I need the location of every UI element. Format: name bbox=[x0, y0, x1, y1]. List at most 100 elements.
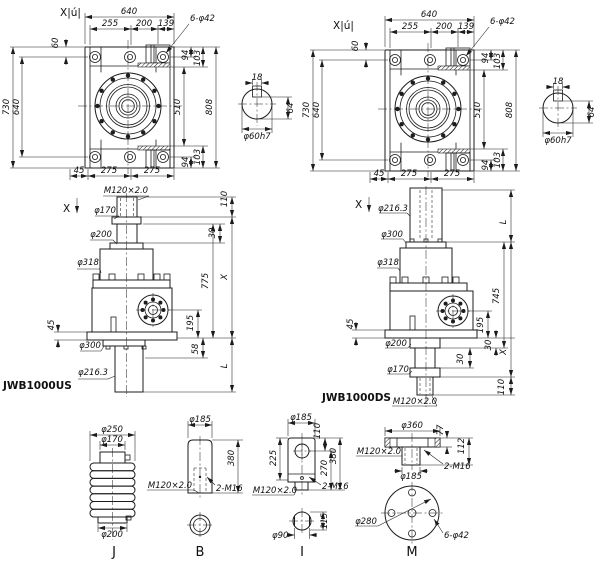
ds-dimension-lines bbox=[352, 189, 515, 407]
x-direction-label: X|ú| bbox=[60, 7, 81, 19]
ds-dim-195: 195 bbox=[476, 317, 486, 333]
i-tap-label: 2-M16 bbox=[322, 482, 349, 492]
us-front-view: X M120×2.0 φ170 φ200 φ318 φ300 φ216.3 45… bbox=[2, 186, 236, 397]
i-dim-380: 380 bbox=[329, 448, 339, 464]
dim-base-b: 275 bbox=[101, 166, 117, 176]
dim-key-height: 64 bbox=[587, 107, 597, 118]
dim-lug-bot-a: 94 bbox=[181, 157, 191, 168]
i-dim-110: 110 bbox=[313, 423, 323, 439]
dim-width-total: 640 bbox=[421, 10, 437, 20]
dim-base-a: 45 bbox=[374, 169, 385, 179]
dim-col-b: 200 bbox=[136, 19, 152, 29]
dim-col-a: 255 bbox=[102, 19, 118, 29]
j-letter: J bbox=[111, 545, 116, 560]
dim-shaft-dia: φ60h7 bbox=[544, 136, 572, 146]
m-bolt-callout: 6-φ42 bbox=[444, 531, 469, 541]
us-dim-58: 58 bbox=[191, 343, 201, 354]
dim-right-inner: 510 bbox=[473, 102, 483, 118]
i-bottom-dimension-lines bbox=[287, 511, 327, 539]
i-dia-185: φ185 bbox=[290, 413, 312, 423]
shaft-section-us-labels: 18 64 φ60h7 bbox=[243, 73, 296, 142]
bolt-callout: 6-φ42 bbox=[490, 17, 515, 27]
j-dia-200: φ200 bbox=[101, 530, 123, 540]
j-dia-170: φ170 bbox=[101, 435, 123, 445]
us-dim-775: 775 bbox=[201, 273, 211, 289]
dim-offset-top: 60 bbox=[351, 41, 361, 52]
i-dimension-lines bbox=[252, 419, 345, 496]
ds-dia-170: φ170 bbox=[387, 365, 409, 375]
us-dia-170: φ170 bbox=[94, 206, 116, 216]
dim-lug-top-b: 103 bbox=[193, 50, 203, 66]
dim-right-outer: 808 bbox=[505, 101, 515, 118]
dim-key-width: 18 bbox=[252, 73, 263, 83]
dim-lug-bot-b: 103 bbox=[493, 152, 503, 168]
us-dim-195: 195 bbox=[186, 315, 196, 331]
us-body-graphics bbox=[86, 196, 178, 393]
dim-width-total: 640 bbox=[121, 7, 137, 17]
dim-lug-bot-b: 103 bbox=[193, 149, 203, 165]
ds-dia-318: φ318 bbox=[377, 258, 399, 268]
b-dimension-lines bbox=[147, 421, 243, 494]
dim-col-b: 200 bbox=[436, 22, 452, 32]
top-view-us-labels: X|ú| 640 255 200 139 6-φ42 730 640 60 94… bbox=[2, 7, 215, 176]
top-view-ds-labels: X|ú| 640 255 200 139 6-φ42 730 640 60 94… bbox=[302, 10, 515, 179]
dim-right-inner: 510 bbox=[173, 99, 183, 115]
ds-dia-200: φ200 bbox=[385, 339, 407, 349]
ds-dia-216: φ216.3 bbox=[378, 204, 408, 214]
b-dim-380: 380 bbox=[227, 450, 237, 466]
us-dimension-lines bbox=[54, 195, 236, 393]
dim-key-height: 64 bbox=[286, 103, 296, 114]
fitting-j: φ250 φ170 φ200 J bbox=[89, 425, 136, 560]
m-dimension-lines bbox=[356, 427, 473, 474]
m-thread-label: M120×2.0 bbox=[357, 447, 401, 457]
us-dim-30: 30 bbox=[208, 228, 218, 239]
i-letter: I bbox=[300, 545, 304, 560]
i-dim-115: 115 bbox=[320, 513, 330, 529]
b-tap-label: 2-M16 bbox=[216, 484, 243, 494]
dim-key-width: 18 bbox=[553, 77, 564, 87]
dim-height-inner: 640 bbox=[12, 99, 22, 115]
ds-dim-30-a: 30 bbox=[484, 340, 494, 351]
ds-dim-x: X bbox=[499, 349, 509, 356]
m-dim-112: 112 bbox=[457, 438, 467, 454]
us-dia-200: φ200 bbox=[90, 230, 112, 240]
ds-model-title: JWB1000DS bbox=[321, 392, 391, 404]
dim-base-c: 275 bbox=[444, 169, 460, 179]
us-dia-216: φ216.3 bbox=[78, 368, 108, 378]
us-dim-110: 110 bbox=[220, 191, 230, 207]
dim-col-a: 255 bbox=[402, 22, 418, 32]
dim-height-outer: 730 bbox=[2, 99, 12, 115]
ds-dim-110: 110 bbox=[497, 379, 507, 395]
dim-height-inner: 640 bbox=[312, 102, 322, 118]
dim-lug-top-a: 94 bbox=[481, 53, 491, 64]
us-dim-x: X bbox=[220, 274, 230, 281]
dim-base-c: 275 bbox=[144, 166, 160, 176]
us-model-title: JWB1000US bbox=[2, 380, 72, 392]
b-letter: B bbox=[196, 545, 205, 560]
us-dim-45: 45 bbox=[47, 320, 57, 331]
i-dia-90: φ90 bbox=[272, 531, 288, 541]
m-dim-77: 77 bbox=[436, 424, 446, 435]
dim-right-outer: 808 bbox=[205, 98, 215, 115]
fitting-i: φ185 110 225 270 380 M120×2.0 2-M16 115 … bbox=[252, 413, 349, 560]
m-tap-label: 2-M16 bbox=[444, 462, 471, 472]
dim-base-b: 275 bbox=[401, 169, 417, 179]
ds-dim-30-b: 30 bbox=[456, 354, 466, 365]
ds-dia-300: φ300 bbox=[381, 230, 403, 240]
m-dia-360: φ360 bbox=[401, 421, 423, 431]
bolt-callout: 6-φ42 bbox=[190, 14, 215, 24]
ds-thread-label: M120×2.0 bbox=[393, 397, 437, 407]
ds-dim-45: 45 bbox=[346, 319, 356, 330]
dim-offset-top: 60 bbox=[51, 38, 61, 49]
ds-dim-745: 745 bbox=[492, 288, 502, 304]
m-letter: M bbox=[406, 545, 417, 560]
b-thread-label: M120×2.0 bbox=[148, 481, 192, 491]
dim-height-outer: 730 bbox=[302, 102, 312, 118]
i-thread-label: M120×2.0 bbox=[253, 486, 297, 496]
i-dim-270: 270 bbox=[320, 460, 330, 476]
i-dim-225: 225 bbox=[269, 450, 279, 466]
us-x-direction-label: X bbox=[63, 203, 70, 215]
